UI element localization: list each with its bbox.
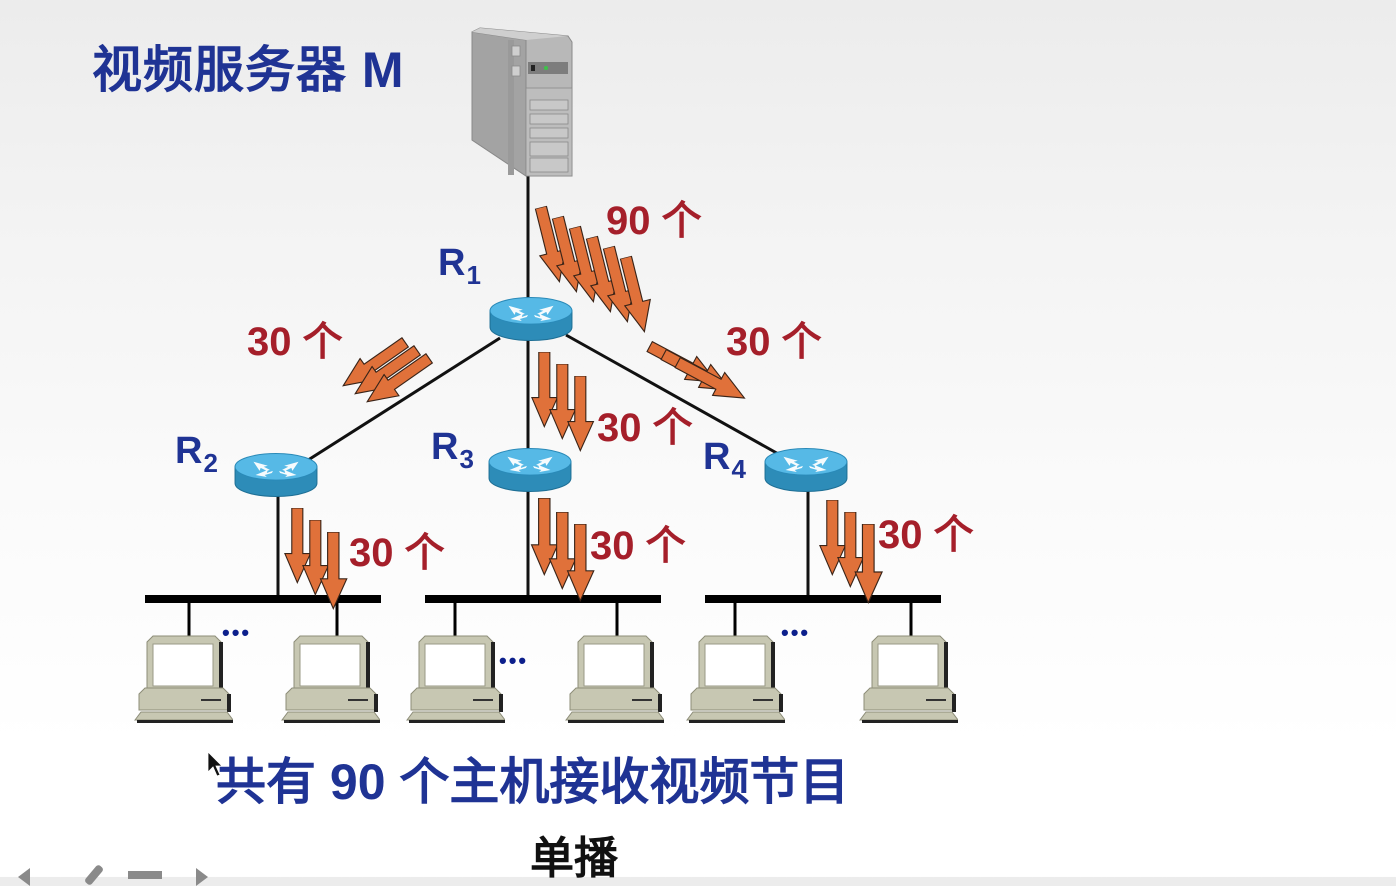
flow-arrows-r2-lan [284,508,348,610]
hosts-ellipsis-r2: ••• [222,620,252,645]
hosts-ellipsis-r4: ••• [781,620,811,645]
router-label-r1: R1 [438,242,481,290]
host-computer-icon [281,635,380,724]
router-label-r3: R3 [431,426,474,474]
summary-text: 共有 90 个主机接收视频节目 [216,754,850,810]
lan-buses [145,595,941,637]
slideshow-toolbar [10,860,230,886]
menu-icon[interactable] [128,871,162,879]
flow-count-r1-r4: 30 个 [726,320,822,364]
hosts-ellipsis-r3: ••• [499,648,529,673]
flow-arrows-r4-lan [819,500,883,604]
router-r4-icon [764,447,848,493]
flow-count-r1-r3: 30 个 [597,406,693,450]
network-links [276,175,810,598]
mouse-cursor-icon [207,751,223,777]
flow-count-r3-lan: 30 个 [590,524,686,568]
flow-arrows-r1-r2 [335,331,438,414]
lan-bus-r2 [145,595,381,603]
next-icon[interactable] [196,868,208,886]
host-computer-icon [134,635,233,724]
page-title: 视频服务器 M [92,42,405,98]
router-label-r2: R2 [175,430,218,478]
host-computer-icon [686,635,785,724]
server-tower-icon [471,27,573,177]
link-r1-r4 [565,333,783,458]
pen-icon[interactable] [83,864,105,886]
router-r1-icon [489,296,573,342]
router-label-r4: R4 [703,436,746,484]
caption-text: 单播 [530,834,618,883]
link-r1-r2 [304,336,501,464]
flow-count-r4-lan: 30 个 [878,513,974,557]
flow-count-r2-lan: 30 个 [349,531,445,575]
lan-bus-r4 [705,595,941,603]
flow-arrows-r3-lan [530,498,595,602]
prev-icon[interactable] [18,868,30,886]
host-computer-icon [406,635,505,724]
router-r2-icon [234,452,318,498]
host-computer-icon [565,635,664,724]
router-r3-icon [488,447,572,493]
flow-count-server-r1: 90 个 [606,199,702,243]
host-computer-icon [859,635,958,724]
flow-arrows-r1-r3 [531,352,595,452]
lan-bus-r3 [425,595,661,603]
flow-count-r1-r2: 30 个 [247,320,343,364]
